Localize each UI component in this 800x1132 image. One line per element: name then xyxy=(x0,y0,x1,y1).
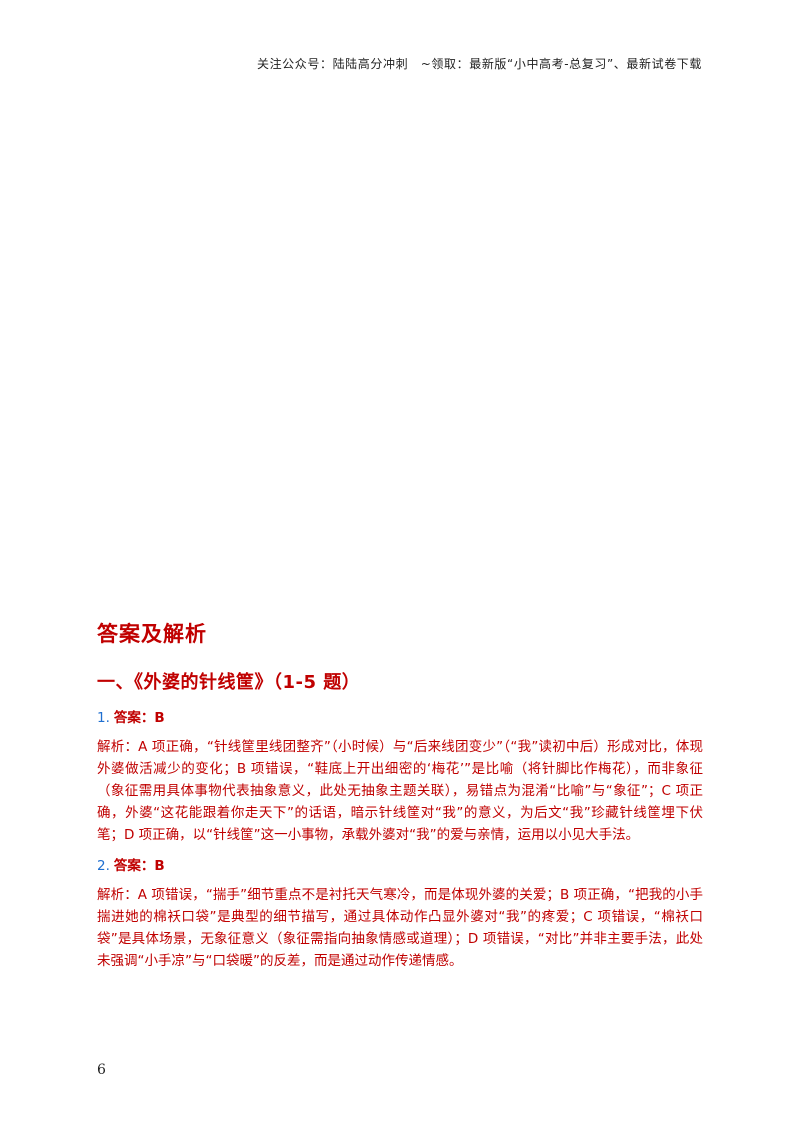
answer-section: 答案及解析 一、《外婆的针线筐》（1-5 题） 1.答案：B 解析：A 项正确，… xyxy=(97,618,703,980)
page-number: 6 xyxy=(97,1062,106,1078)
question-1-answer-text: 答案：B xyxy=(113,710,165,726)
question-2-answer: 2.答案：B xyxy=(97,854,703,874)
question-2-analysis: 解析：A 项错误，“揣手”细节重点不是衬托天气寒冷，而是体现外婆的关爱；B 项正… xyxy=(97,887,703,969)
question-1-analysis: 解析：A 项正确，“针线筐里线团整齐”（小时候）与“后来线团变少”（“我”读初中… xyxy=(97,739,703,843)
question-1-number: 1. xyxy=(97,710,110,726)
question-2-answer-text: 答案：B xyxy=(113,858,165,874)
subsection-title: 一、《外婆的针线筐》（1-5 题） xyxy=(97,672,361,693)
question-2-number: 2. xyxy=(97,858,110,874)
question-1-answer: 1.答案：B xyxy=(97,706,703,726)
page-header: 关注公众号：陆陆高分冲刺 ~领取：最新版“小中高考-总复习”、最新试卷下载 xyxy=(256,57,702,71)
question-1: 1.答案：B 解析：A 项正确，“针线筐里线团整齐”（小时候）与“后来线团变少”… xyxy=(97,706,703,846)
section-title: 答案及解析 xyxy=(97,622,207,646)
question-2: 2.答案：B 解析：A 项错误，“揣手”细节重点不是衬托天气寒冷，而是体现外婆的… xyxy=(97,854,703,972)
